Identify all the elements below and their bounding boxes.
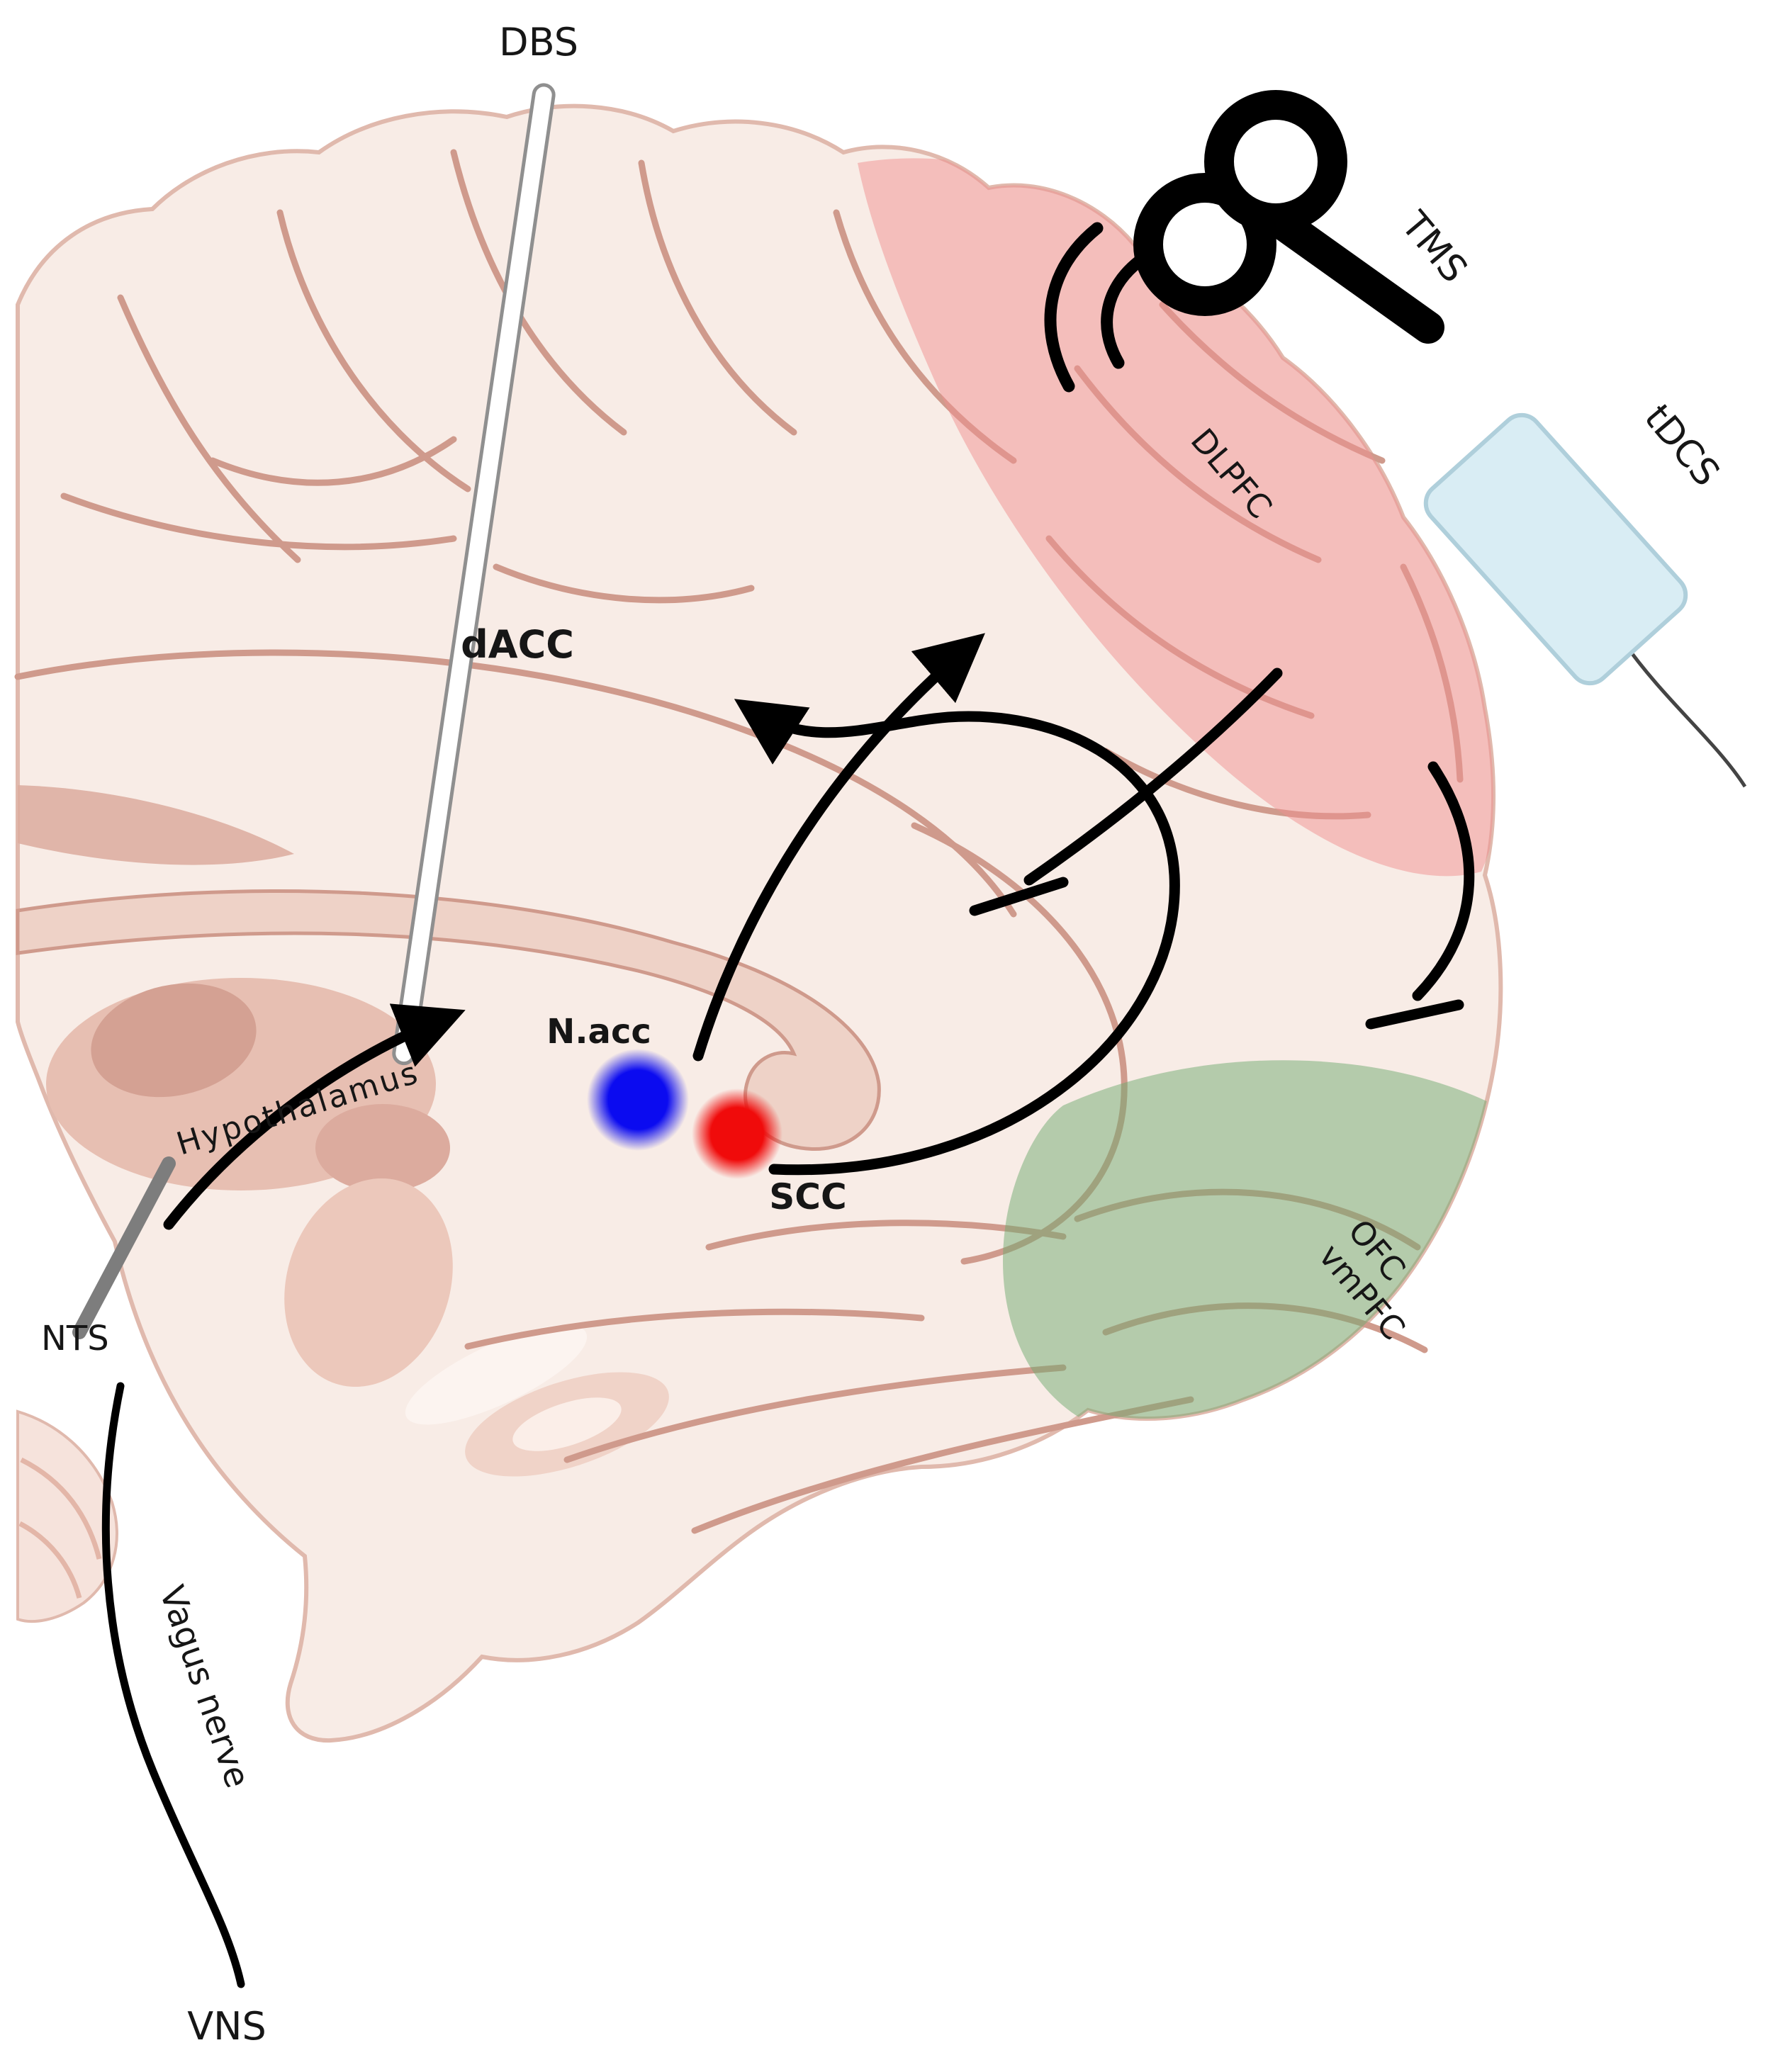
label-dacc: dACC [461,622,574,667]
tms-wave-inner [1101,254,1146,369]
inhibitory-line-ofc [1412,761,1475,1001]
brain-inner-structures [16,785,881,1623]
sulcus-line [493,563,755,604]
cerebellum-partial [16,1409,118,1623]
sulcus-line [209,436,457,486]
scc-target-dot [692,1088,782,1179]
tms-coil-loop-upper [1204,90,1347,233]
ofc-vmpfc-region-overlay [1003,1060,1497,1442]
hippocampus-inner [512,1397,622,1451]
nacc-target-dot [587,1049,689,1151]
tms-wave-outer [1044,222,1104,393]
inhibitory-tbar-dlpfc [969,877,1069,916]
inhibitory-tbar-ofc [1365,999,1464,1030]
midbrain-region [284,1178,453,1387]
tdcs-wire [1621,640,1747,788]
cerebellum-fold [20,1457,102,1560]
sulcus-line [14,649,1017,918]
tdcs-pad [1423,412,1688,686]
label-vagus-nerve: Vagus nerve [152,1581,258,1793]
cerebellum-fold [18,1521,82,1599]
sulcus-line [563,1364,1067,1463]
label-tms: TMS [1392,203,1475,291]
vagus-nerve-line [101,1382,245,1988]
sulcus-line [464,1308,925,1350]
white-matter-sliver [405,1324,588,1425]
ventricle-band [18,785,294,865]
label-nacc: N.acc [546,1012,651,1052]
pathway-arrows [163,633,1475,1230]
nts-electrode [72,1156,176,1339]
label-scc: SCC [769,1176,846,1217]
arrow-nacc-to-dlpfc [692,633,985,1062]
label-tdcs: tDCS [1636,397,1727,495]
arrow-nts-to-hypothalamus [163,1003,466,1230]
tms-handle [1256,200,1444,344]
label-dbs: DBS [499,20,578,64]
sulcus-line [60,492,457,551]
label-vns: VNS [187,2004,266,2049]
thalamus-core [91,983,257,1098]
sulcus-line [276,209,471,492]
tms-coil-icon [1044,90,1444,393]
hypothalamic-blob [315,1104,450,1192]
inhibitory-line-dlpfc [1023,668,1283,886]
label-nts: NTS [41,1319,109,1358]
sulcus-line [117,294,301,563]
brain-illustration [14,103,1503,1743]
tdcs-electrode-pad [1423,412,1747,788]
arrow-scc-loop-to-dacc [734,699,1180,1176]
sulcus-line [638,159,797,436]
dlpfc-region-overlay [858,158,1501,877]
